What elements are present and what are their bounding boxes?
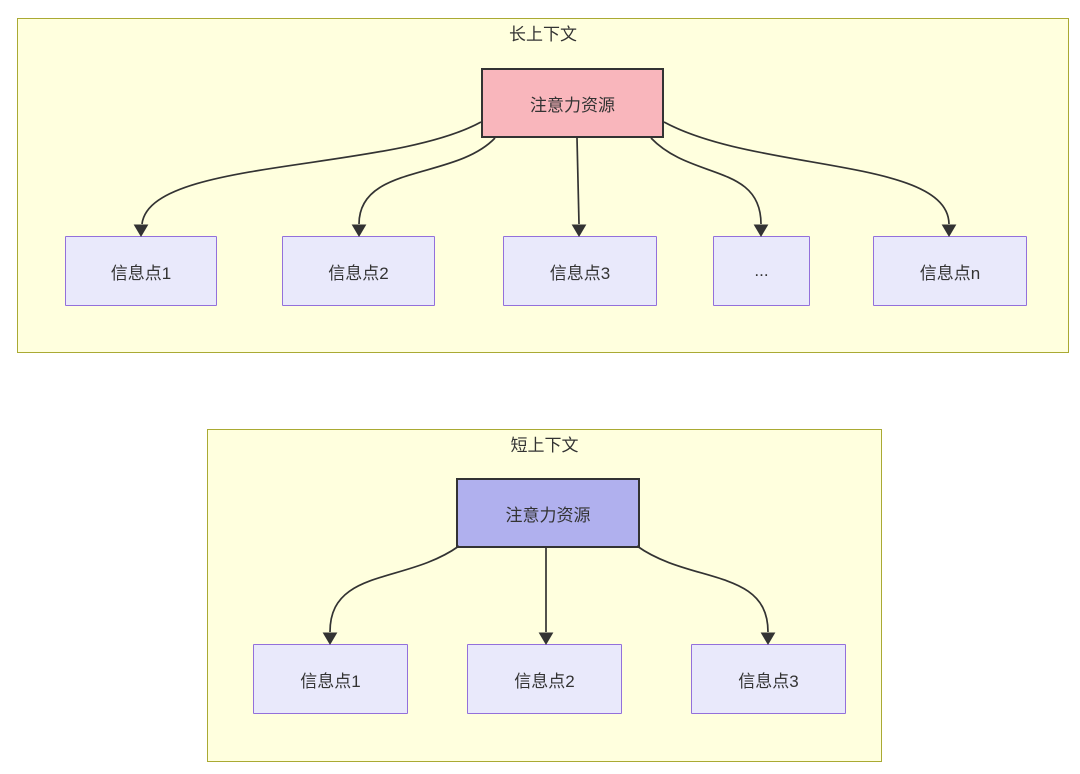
short-context-title: 短上下文 [510, 436, 579, 455]
short-attention-resource-node: 注意力资源 [456, 478, 640, 548]
long-info-label-2: 信息点2 [328, 263, 389, 283]
short-info-label-3: 信息点3 [738, 671, 799, 691]
long-info-node-n: 信息点n [873, 236, 1027, 306]
long-info-node-1: 信息点1 [65, 236, 217, 306]
long-info-label-3: 信息点3 [549, 263, 611, 283]
long-attention-resource-label: 注意力资源 [530, 95, 615, 115]
long-info-node-ellipsis: ... [713, 236, 810, 306]
short-info-label-2: 信息点2 [514, 671, 575, 691]
long-info-node-2: 信息点2 [282, 236, 435, 306]
short-info-node-2: 信息点2 [467, 644, 622, 714]
long-info-label-n: 信息点n [919, 263, 981, 283]
long-info-node-3: 信息点3 [503, 236, 657, 306]
short-info-node-3: 信息点3 [691, 644, 846, 714]
long-info-label-ellipsis: ... [754, 261, 769, 280]
short-attention-resource-label: 注意力资源 [505, 505, 591, 525]
long-info-label-1: 信息点1 [110, 263, 172, 283]
short-info-node-1: 信息点1 [253, 644, 408, 714]
long-context-title: 长上下文 [509, 25, 577, 44]
long-attention-resource-node: 注意力资源 [481, 68, 664, 138]
short-info-label-1: 信息点1 [300, 671, 361, 691]
